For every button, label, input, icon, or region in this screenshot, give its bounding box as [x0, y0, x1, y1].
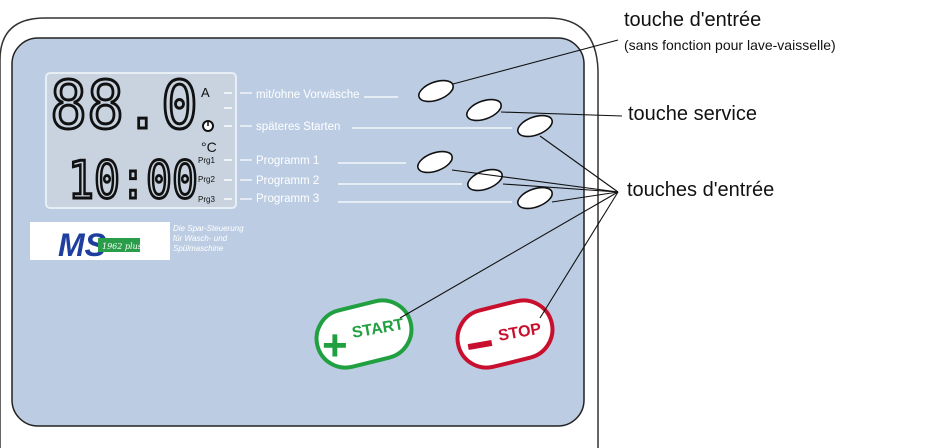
start-plus-symbol: +	[322, 321, 348, 370]
logo-tagline-1: Die Spar-Steuerung	[173, 224, 244, 233]
lcd-label-prg2: Prg2	[198, 175, 215, 184]
program-2-key[interactable]	[465, 165, 505, 194]
stop-button[interactable]: STOP	[451, 294, 558, 374]
annotation-input-key-note: (sans fonction pour lave-vaisselle)	[624, 37, 836, 53]
program-1-key[interactable]	[415, 147, 455, 176]
label-delayed-start: späteres Starten	[256, 121, 340, 133]
annotation-input-keys: touches d'entrée	[627, 179, 775, 201]
callout-lines	[399, 39, 623, 319]
lcd-label-a: A	[201, 85, 210, 100]
lcd-label-prg1: Prg1	[198, 156, 215, 165]
logo-tagline-3: Spülmaschine	[173, 244, 224, 253]
label-program-1: Programm 1	[256, 155, 319, 167]
prewash-key[interactable]	[416, 76, 456, 105]
label-program-2: Programm 2	[256, 175, 319, 187]
logo-tagline-2: für Wasch- und	[173, 234, 228, 243]
start-button[interactable]: + START	[310, 294, 417, 374]
annotation-service-key: touche service	[628, 103, 757, 125]
lcd-label-prg3: Prg3	[198, 195, 215, 204]
annotation-input-key-title: touche d'entrée	[624, 9, 762, 31]
lcd-tick-marks	[224, 92, 232, 200]
clock-icon	[202, 120, 214, 132]
lcd-bottom-digits: 10:00	[68, 151, 198, 211]
ms-logo: MS 1962 plus	[30, 222, 170, 263]
logo-badge	[98, 238, 140, 252]
lcd-top-digits: 88.0	[50, 67, 198, 144]
lcd-label-celsius: °C	[201, 139, 217, 155]
service-key[interactable]	[464, 95, 504, 124]
panel-leader-lines	[240, 92, 512, 203]
label-prewash: mit/ohne Vorwäsche	[256, 89, 360, 101]
label-program-3: Programm 3	[256, 193, 319, 205]
lcd-display	[45, 72, 237, 209]
program-3-key[interactable]	[515, 183, 555, 212]
delayed-start-key[interactable]	[515, 111, 555, 140]
stop-minus-symbol	[467, 339, 493, 351]
logo-badge-text: 1962 plus	[102, 242, 142, 251]
